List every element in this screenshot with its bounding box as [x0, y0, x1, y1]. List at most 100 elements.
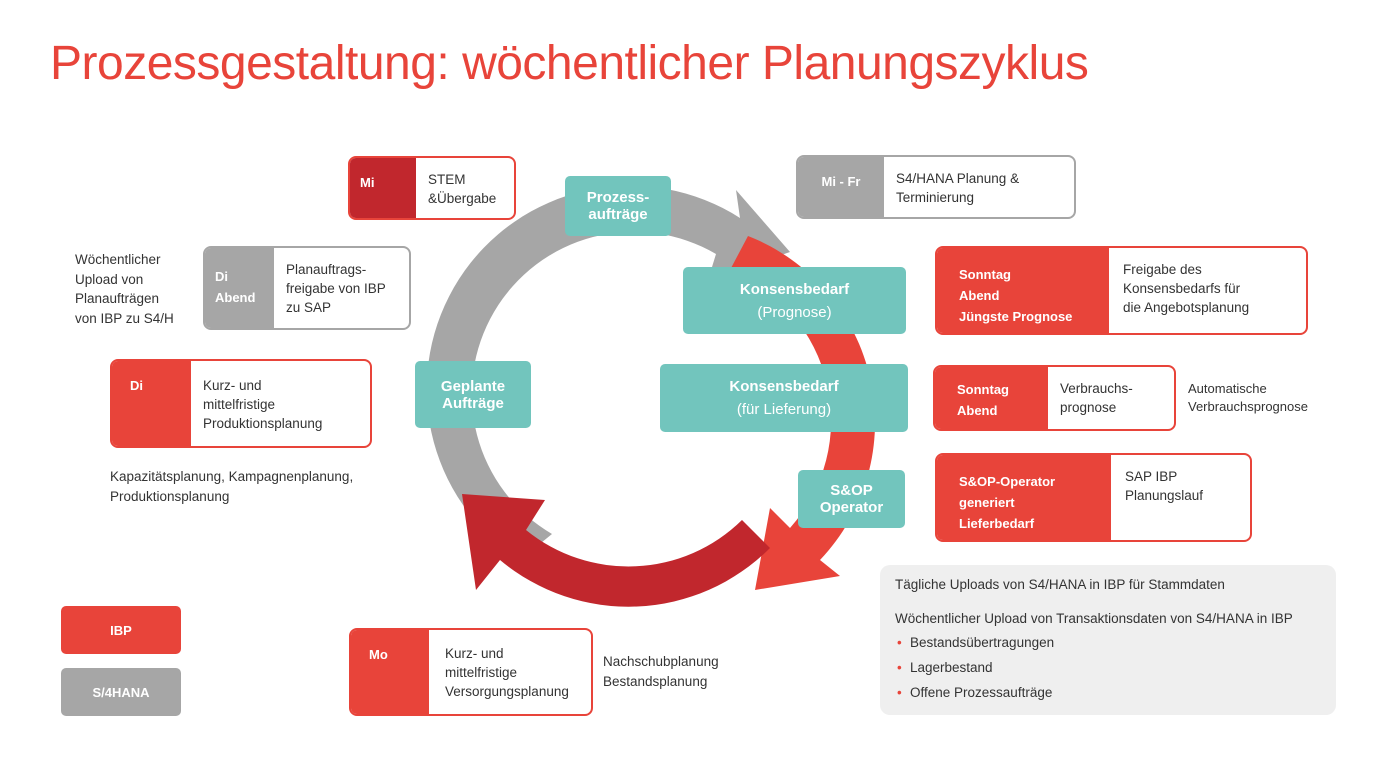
step-label-line: Abend — [957, 403, 998, 418]
note-weekly-upload: Wöchentlicher Upload von Planaufträgen v… — [75, 250, 174, 328]
note-line: Kapazitätsplanung, Kampagnenplanung, — [110, 469, 354, 484]
step-label-line: Jüngste Prognose — [959, 309, 1073, 324]
step-text-line: Freigabe des — [1123, 262, 1202, 277]
node-sop-operator: S&OP Operator — [798, 470, 905, 528]
step-text-line: freigabe von IBP — [286, 281, 386, 296]
step-label-line: Abend — [215, 290, 256, 305]
step-text-line: die Angebotsplanung — [1123, 300, 1250, 315]
step-sonntag-verbrauch-label: Sonntag Abend — [935, 367, 1048, 429]
node-sop-operator-line1: S&OP — [830, 482, 873, 499]
step-sop-operator-text: SAP IBP Planungslauf — [1111, 455, 1215, 540]
step-label-line: Sonntag — [959, 267, 1011, 282]
step-mi-text: STEM &Übergabe — [416, 158, 508, 218]
step-text-line: Planauftrags- — [286, 262, 367, 277]
info-daily-upload: Tägliche Uploads von S4/HANA in IBP für … — [895, 577, 1225, 592]
step-mo-label: Mo — [351, 630, 429, 714]
step-mo-versorgungsplanung: Mo Kurz- und mittelfristige Versorgungsp… — [349, 628, 593, 716]
note-line: Produktionsplanung — [110, 488, 230, 504]
node-konsensbedarf-prognose-sub: (Prognose) — [757, 303, 832, 321]
node-sop-operator-line2: Operator — [819, 499, 884, 516]
step-label-line: Di — [215, 269, 228, 284]
step-text-line: S4/HANA Planung & — [896, 171, 1020, 186]
step-text-line: Kurz- und — [203, 378, 262, 393]
info-bullet-item: • Bestandsübertragungen — [895, 630, 1321, 655]
step-text-line: Produktionsplanung — [203, 416, 323, 431]
step-sonntag-prognose-label: Sonntag Abend Jüngste Prognose — [937, 248, 1109, 333]
step-label-line: Lieferbedarf — [959, 516, 1035, 531]
step-mi-text-line: STEM — [428, 172, 466, 187]
s4hana-cycle-arrow — [426, 185, 790, 560]
step-text-line: Versorgungsplanung — [445, 684, 569, 699]
note-automatische-verbrauchsprognose: Automatische Verbrauchsprognose — [1188, 380, 1308, 416]
step-text-line: Planungslauf — [1125, 488, 1204, 503]
bullet-icon: • — [897, 685, 902, 700]
info-bullet-item: • Lagerbestand — [895, 655, 1321, 680]
page-title: Prozessgestaltung: wöchentlicher Planung… — [50, 37, 1089, 90]
step-di-abend-text: Planauftrags- freigabe von IBP zu SAP — [274, 248, 398, 328]
node-prozessauftraege-label: Prozess- aufträge — [586, 189, 650, 223]
info-box-uploads: Tägliche Uploads von S4/HANA in IBP für … — [880, 565, 1336, 715]
info-bullet-text: Offene Prozessaufträge — [910, 685, 1053, 700]
node-konsensbedarf-prognose-title: Konsensbedarf — [739, 280, 850, 298]
node-geplante-auftraege-line2: Aufträge — [442, 394, 504, 412]
note-line: Nachschubplanung — [603, 654, 719, 669]
step-mi-fr-text: S4/HANA Planung & Terminierung — [884, 157, 1031, 217]
bullet-icon: • — [897, 635, 902, 650]
info-bullet-text: Bestandsübertragungen — [910, 635, 1055, 650]
note-line: von IBP zu S4/H — [75, 310, 174, 326]
step-mi-fr-label: Mi - Fr — [798, 157, 884, 217]
step-sop-operator-lieferbedarf: S&OP-Operator generiert Lieferbedarf SAP… — [935, 453, 1252, 542]
step-di-produktionsplanung: Di Kurz- und mittelfristige Produktionsp… — [110, 359, 372, 448]
info-bullet-text: Lagerbestand — [910, 660, 993, 675]
node-konsensbedarf-lieferung-title: Konsensbedarf — [729, 378, 839, 395]
step-text-line: Kurz- und — [445, 646, 504, 661]
step-label-line: generiert — [959, 495, 1015, 510]
node-konsensbedarf-lieferung-sub: (für Lieferung) — [736, 401, 832, 418]
step-mo-text: Kurz- und mittelfristige Versorgungsplan… — [429, 630, 581, 714]
step-label-line: S&OP-Operator — [959, 474, 1056, 489]
note-line: Bestandsplanung — [603, 673, 708, 689]
info-bullet-list: • Bestandsübertragungen • Lagerbestand • Of… — [895, 630, 1321, 705]
step-label-line: Abend — [959, 288, 1000, 303]
step-sonntag-juengste-prognose: Sonntag Abend Jüngste Prognose Freigabe … — [935, 246, 1308, 335]
legend-ibp: IBP — [61, 606, 181, 654]
legend-s4hana: S/4HANA — [61, 668, 181, 716]
note-nachschubplanung: Nachschubplanung Bestandsplanung — [603, 652, 719, 691]
node-prozessauftraege: Prozess- aufträge — [565, 176, 671, 236]
step-sonntag-verbrauch-text: Verbrauchs- prognose — [1048, 367, 1145, 429]
step-sonntag-verbrauchsprognose: Sonntag Abend Verbrauchs- prognose — [933, 365, 1176, 431]
node-konsensbedarf-prognose: Konsensbedarf (Prognose) — [683, 267, 906, 334]
step-text-line: Terminierung — [896, 190, 975, 205]
step-mi-stem: Mi STEM &Übergabe — [348, 156, 516, 220]
step-text-line: mittelfristige — [445, 665, 518, 680]
info-weekly-upload: Wöchentlicher Upload von Transaktionsdat… — [895, 611, 1293, 626]
note-line: Planaufträgen — [75, 291, 160, 306]
note-line: Wöchentlicher — [75, 252, 161, 267]
step-mi-fr-s4hana: Mi - Fr S4/HANA Planung & Terminierung — [796, 155, 1076, 219]
step-sonntag-prognose-text: Freigabe des Konsensbedarfs für die Ange… — [1109, 248, 1261, 333]
info-bullet-item: • Offene Prozessaufträge — [895, 680, 1321, 705]
note-line: Verbrauchsprognose — [1188, 399, 1308, 414]
node-geplante-auftraege: Geplante Aufträge — [415, 361, 531, 428]
step-di-abend-planauftrag: Di Abend Planauftrags- freigabe von IBP … — [203, 246, 411, 330]
step-text-line: SAP IBP — [1125, 469, 1178, 484]
step-di-text: Kurz- und mittelfristige Produktionsplan… — [191, 361, 334, 446]
step-text-line: zu SAP — [286, 300, 332, 315]
step-di-abend-label: Di Abend — [205, 248, 274, 328]
step-di-label: Di — [112, 361, 191, 446]
step-text-line: mittelfristige — [203, 397, 276, 412]
step-text-line: prognose — [1060, 400, 1117, 415]
note-kapazitaetsplanung: Kapazitätsplanung, Kampagnenplanung, Pro… — [110, 467, 353, 506]
node-geplante-auftraege-line1: Geplante — [440, 377, 506, 395]
note-line: Automatische — [1188, 381, 1267, 396]
step-label-line: Sonntag — [957, 382, 1009, 397]
step-text-line: Verbrauchs- — [1060, 381, 1133, 396]
note-line: Upload von — [75, 271, 144, 287]
step-sop-operator-label: S&OP-Operator generiert Lieferbedarf — [937, 455, 1111, 540]
step-text-line: Konsensbedarfs für — [1123, 281, 1241, 296]
bullet-icon: • — [897, 660, 902, 675]
ibp-cycle-arrow-bottom — [462, 494, 770, 607]
step-mi-text-line: &Übergabe — [428, 191, 497, 206]
node-konsensbedarf-lieferung: Konsensbedarf (für Lieferung) — [660, 364, 908, 432]
step-mi-label: Mi — [350, 158, 416, 218]
